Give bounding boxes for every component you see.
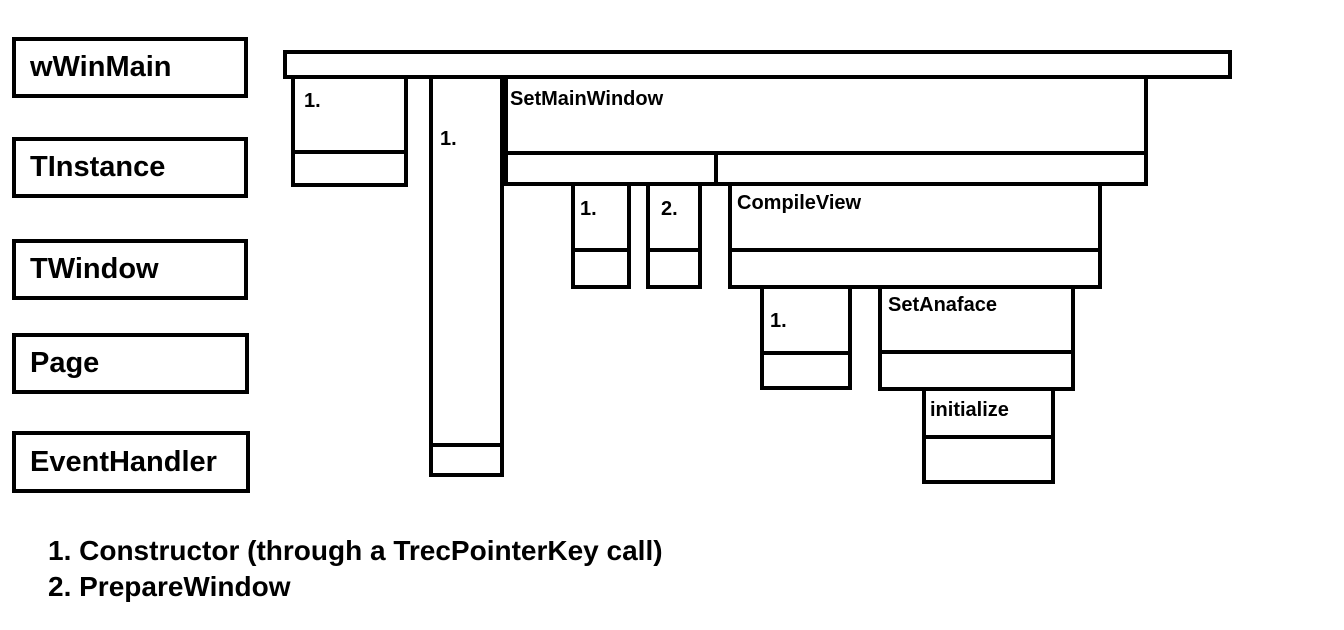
twindow-call-label: 1. (440, 128, 457, 150)
preparewindow-block (646, 182, 702, 289)
legend-tinstance-label: TInstance (30, 151, 166, 183)
wwinmain-bar (283, 50, 1232, 79)
legend-wwinmain-label: wWinMain (30, 51, 172, 83)
legend-tinstance: TInstance (12, 137, 248, 198)
legend-twindow: TWindow (12, 239, 248, 300)
footnote-constructor: 1. Constructor (through a TrecPointerKey… (48, 535, 663, 566)
tinstance-constructor-block (291, 75, 408, 187)
setmainwindow-label: SetMainWindow (510, 88, 664, 110)
setanaface-label: SetAnaface (888, 294, 997, 316)
twindow-constructor-block (429, 75, 504, 477)
legend-eventhandler: EventHandler (12, 431, 250, 493)
legend-page: Page (12, 333, 249, 394)
preparewindow-call-label: 2. (661, 198, 678, 220)
legend-wwinmain: wWinMain (12, 37, 248, 98)
compileview-label: CompileView (737, 192, 862, 214)
page-constructor-block (571, 182, 631, 289)
footnote-preparewindow: 2. PrepareWindow (48, 571, 291, 602)
eventhandler-constructor-block (760, 285, 852, 390)
legend-page-label: Page (30, 347, 100, 379)
legend-twindow-label: TWindow (30, 253, 159, 285)
eventhandler-call-label: 1. (770, 310, 787, 332)
setmainwindow-block (504, 75, 1148, 186)
initialize-label: initialize (930, 399, 1009, 421)
tinstance-call-label: 1. (304, 90, 321, 112)
page-constructor-label: 1. (580, 198, 597, 220)
legend-eventhandler-label: EventHandler (30, 445, 217, 478)
compileview-block (728, 182, 1102, 289)
